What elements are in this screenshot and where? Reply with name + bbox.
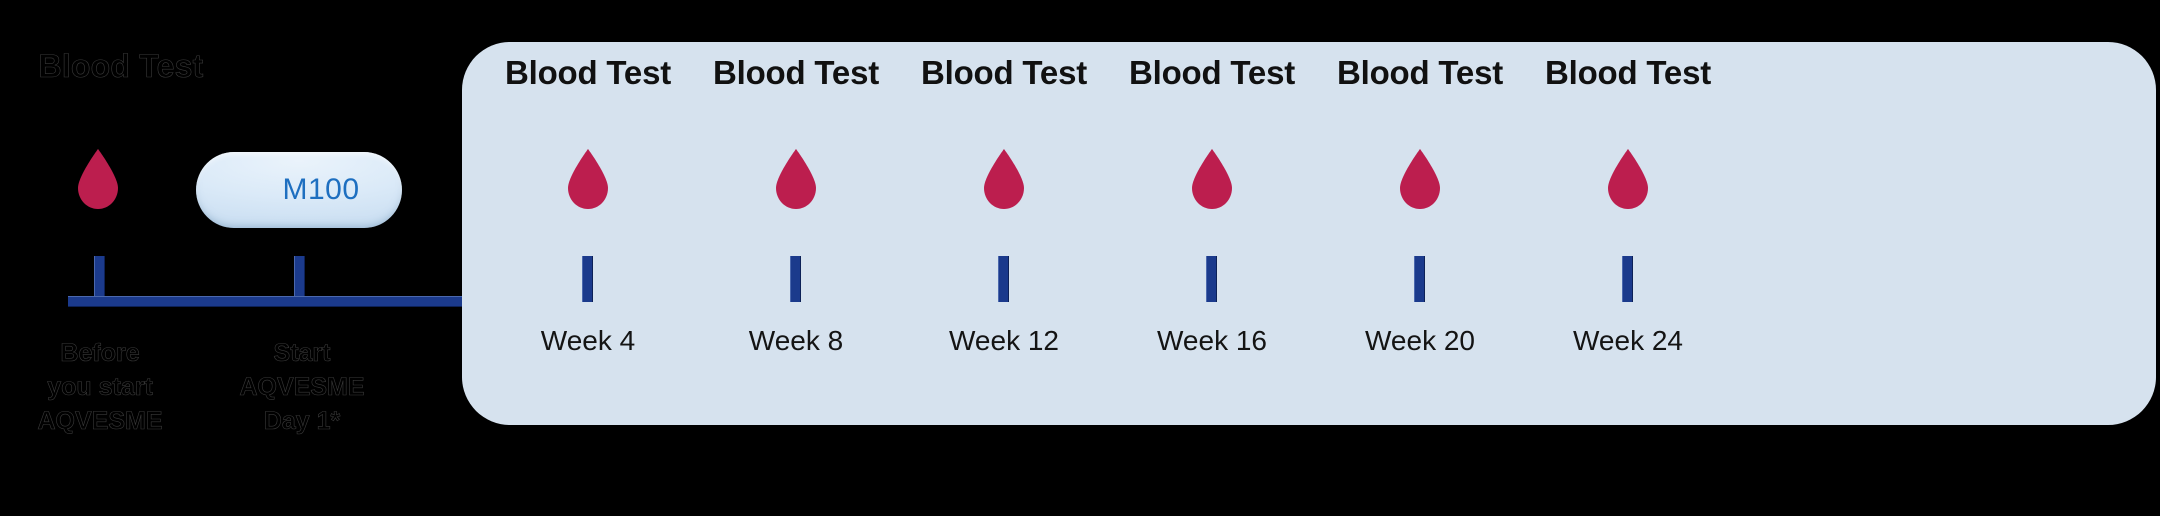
column-week-label-week-24: Week 24: [1573, 325, 1683, 356]
timeline-tick-before: [94, 256, 105, 302]
caption-line-1: Before: [60, 339, 140, 368]
blood-drop-icon: [565, 148, 611, 210]
timeline-tick-week-16: [1206, 256, 1217, 302]
column-week-label-week-4: Week 4: [540, 325, 636, 356]
timeline-tick-week-20: [1414, 256, 1425, 302]
blood-drop-icon: [773, 148, 819, 210]
pre-treatment-heading: Blood Test: [38, 48, 204, 85]
caption-line-2: you start: [47, 373, 153, 402]
blood-drop-icon: [1397, 148, 1443, 210]
timeline-tick-week-8: [790, 256, 801, 302]
timeline-tick-week-12: [998, 256, 1009, 302]
timeline-tick-week-24: [1622, 256, 1633, 302]
column-week-label-week-12: Week 12: [949, 325, 1059, 356]
column-title-week-4: Blood Test: [504, 54, 672, 91]
pill-tablet: M100: [196, 152, 402, 228]
caption-line-3: AQVESME: [37, 407, 163, 436]
column-title-week-12: Blood Test: [920, 54, 1088, 91]
column-title-week-16: Blood Test: [1128, 54, 1296, 91]
monitoring-panel: [462, 42, 2156, 425]
caption-line-2: AQVESME: [239, 373, 365, 402]
blood-drop-icon: [1189, 148, 1235, 210]
timeline-tick-day1: [294, 256, 305, 302]
blood-drop-icon: [981, 148, 1027, 210]
blood-drop-icon: [1605, 148, 1651, 210]
caption-line-3: Day 1*: [263, 407, 341, 436]
caption-line-1: Start: [273, 339, 331, 368]
column-week-label-week-16: Week 16: [1157, 325, 1267, 356]
column-week-label-week-8: Week 8: [748, 325, 844, 356]
caption-start-day-1: Start AQVESME Day 1*: [190, 336, 414, 438]
blood-drop-icon: [75, 148, 121, 210]
timeline-tick-week-4: [582, 256, 593, 302]
column-title-week-24: Blood Test: [1544, 54, 1712, 91]
column-title-week-20: Blood Test: [1336, 54, 1504, 91]
column-week-label-week-20: Week 20: [1365, 325, 1475, 356]
column-title-week-8: Blood Test: [712, 54, 880, 91]
caption-before-you-start: Before you start AQVESME: [0, 336, 200, 438]
pill-imprint-label: M100: [282, 173, 360, 206]
